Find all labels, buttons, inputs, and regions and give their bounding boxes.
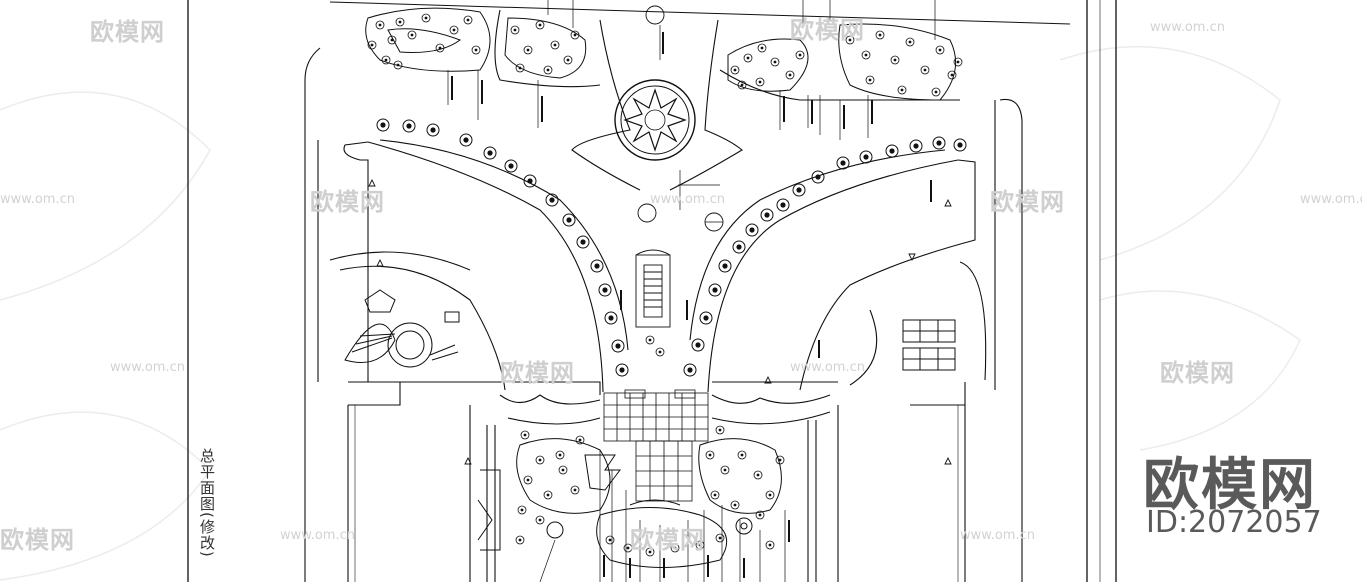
brand-logo-text: 欧模网 [1143,453,1317,518]
shrubs-upper [367,13,963,97]
lower-beds [477,438,782,568]
planting-beds [365,7,957,101]
frame-lines [187,0,1117,582]
road-arrows [368,178,952,465]
tree-rows [376,118,967,377]
model-id: ID:2072057 [1146,505,1322,540]
leader-lines [447,0,936,582]
watermark-arcs [0,45,1301,581]
left-pavilion [344,289,460,368]
courts [902,319,956,371]
annotation-marks [451,32,932,578]
central-stair [635,249,671,328]
drawing-title: 总平面图(修改) [198,448,216,558]
site-outline [304,9,1023,582]
plaza-grid [603,389,709,502]
